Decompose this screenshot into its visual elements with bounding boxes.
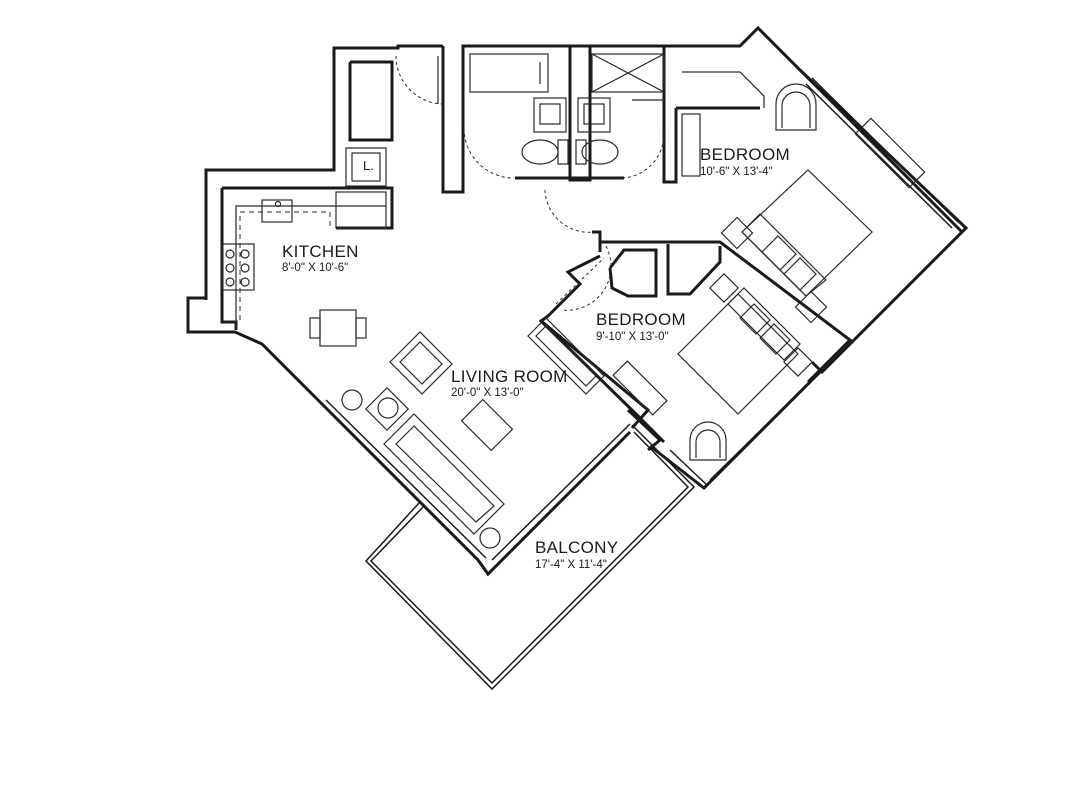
lamp-2 bbox=[479, 527, 501, 549]
bed-bedroom-2 bbox=[677, 287, 801, 415]
sink-1 bbox=[533, 97, 567, 133]
door-swings bbox=[395, 55, 665, 311]
toilet-1 bbox=[521, 139, 569, 165]
toilet-2 bbox=[575, 139, 619, 165]
room-name-bedroom-2: BEDROOM bbox=[596, 310, 686, 329]
laundry-label: L. bbox=[363, 158, 374, 173]
bathtub-1 bbox=[469, 53, 549, 93]
nightstands-bedroom-1 bbox=[720, 216, 828, 324]
sink-2 bbox=[577, 97, 611, 133]
chair-bedroom-2 bbox=[689, 421, 727, 461]
room-dims-kitchen: 8'-0" X 10'-6" bbox=[282, 262, 349, 274]
room-dims-living-room: 20'-0" X 13'-0" bbox=[451, 387, 524, 399]
kitchen-table bbox=[309, 309, 367, 347]
shower-2 bbox=[591, 53, 665, 93]
room-name-bedroom-1: BEDROOM bbox=[700, 145, 790, 164]
armchair bbox=[389, 331, 453, 395]
room-name-balcony: BALCONY bbox=[535, 538, 619, 557]
exterior-walls bbox=[186, 25, 969, 577]
side-table bbox=[364, 386, 410, 432]
dresser-bedroom-2 bbox=[612, 360, 668, 416]
coffee-table bbox=[460, 398, 514, 452]
sofa bbox=[383, 413, 505, 535]
balcony-outline bbox=[364, 424, 696, 691]
bed-bedroom-1 bbox=[741, 169, 873, 297]
tv-console bbox=[527, 317, 605, 395]
room-name-kitchen: KITCHEN bbox=[282, 242, 359, 261]
dresser-bedroom-1 bbox=[854, 117, 926, 189]
kitchen-counter bbox=[235, 147, 387, 330]
nightstands-bedroom-2 bbox=[709, 273, 813, 377]
room-dims-bedroom-1: 10'-6" X 13'-4" bbox=[700, 166, 773, 178]
stove bbox=[221, 243, 255, 291]
room-name-living-room: LIVING ROOM bbox=[451, 367, 568, 386]
room-dims-balcony: 17'-4" X 11'-4" bbox=[535, 559, 607, 571]
chair-bedroom-1 bbox=[775, 83, 817, 131]
lamp-1 bbox=[341, 389, 363, 411]
closet-bedroom-1 bbox=[632, 71, 765, 177]
room-dims-bedroom-2: 9'-10" X 13'-0" bbox=[596, 331, 669, 343]
